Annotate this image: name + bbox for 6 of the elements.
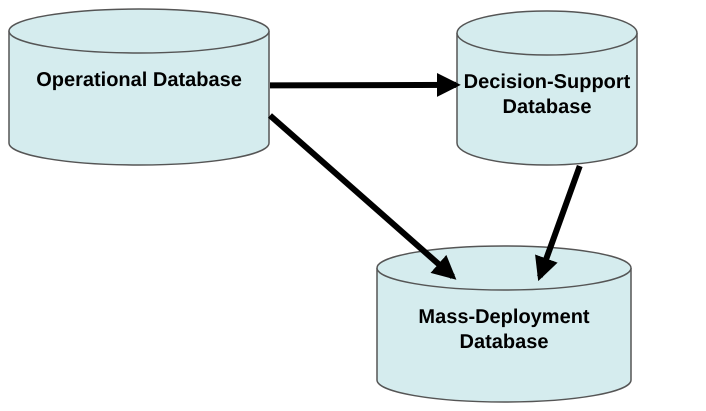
node-label: Mass-Deployment Database [417, 305, 591, 355]
node-label: Decision-Support Database [462, 70, 632, 120]
arrow [535, 164, 583, 282]
node-label: Operational Database [35, 68, 243, 93]
arrow [268, 113, 456, 280]
arrow [270, 72, 461, 97]
